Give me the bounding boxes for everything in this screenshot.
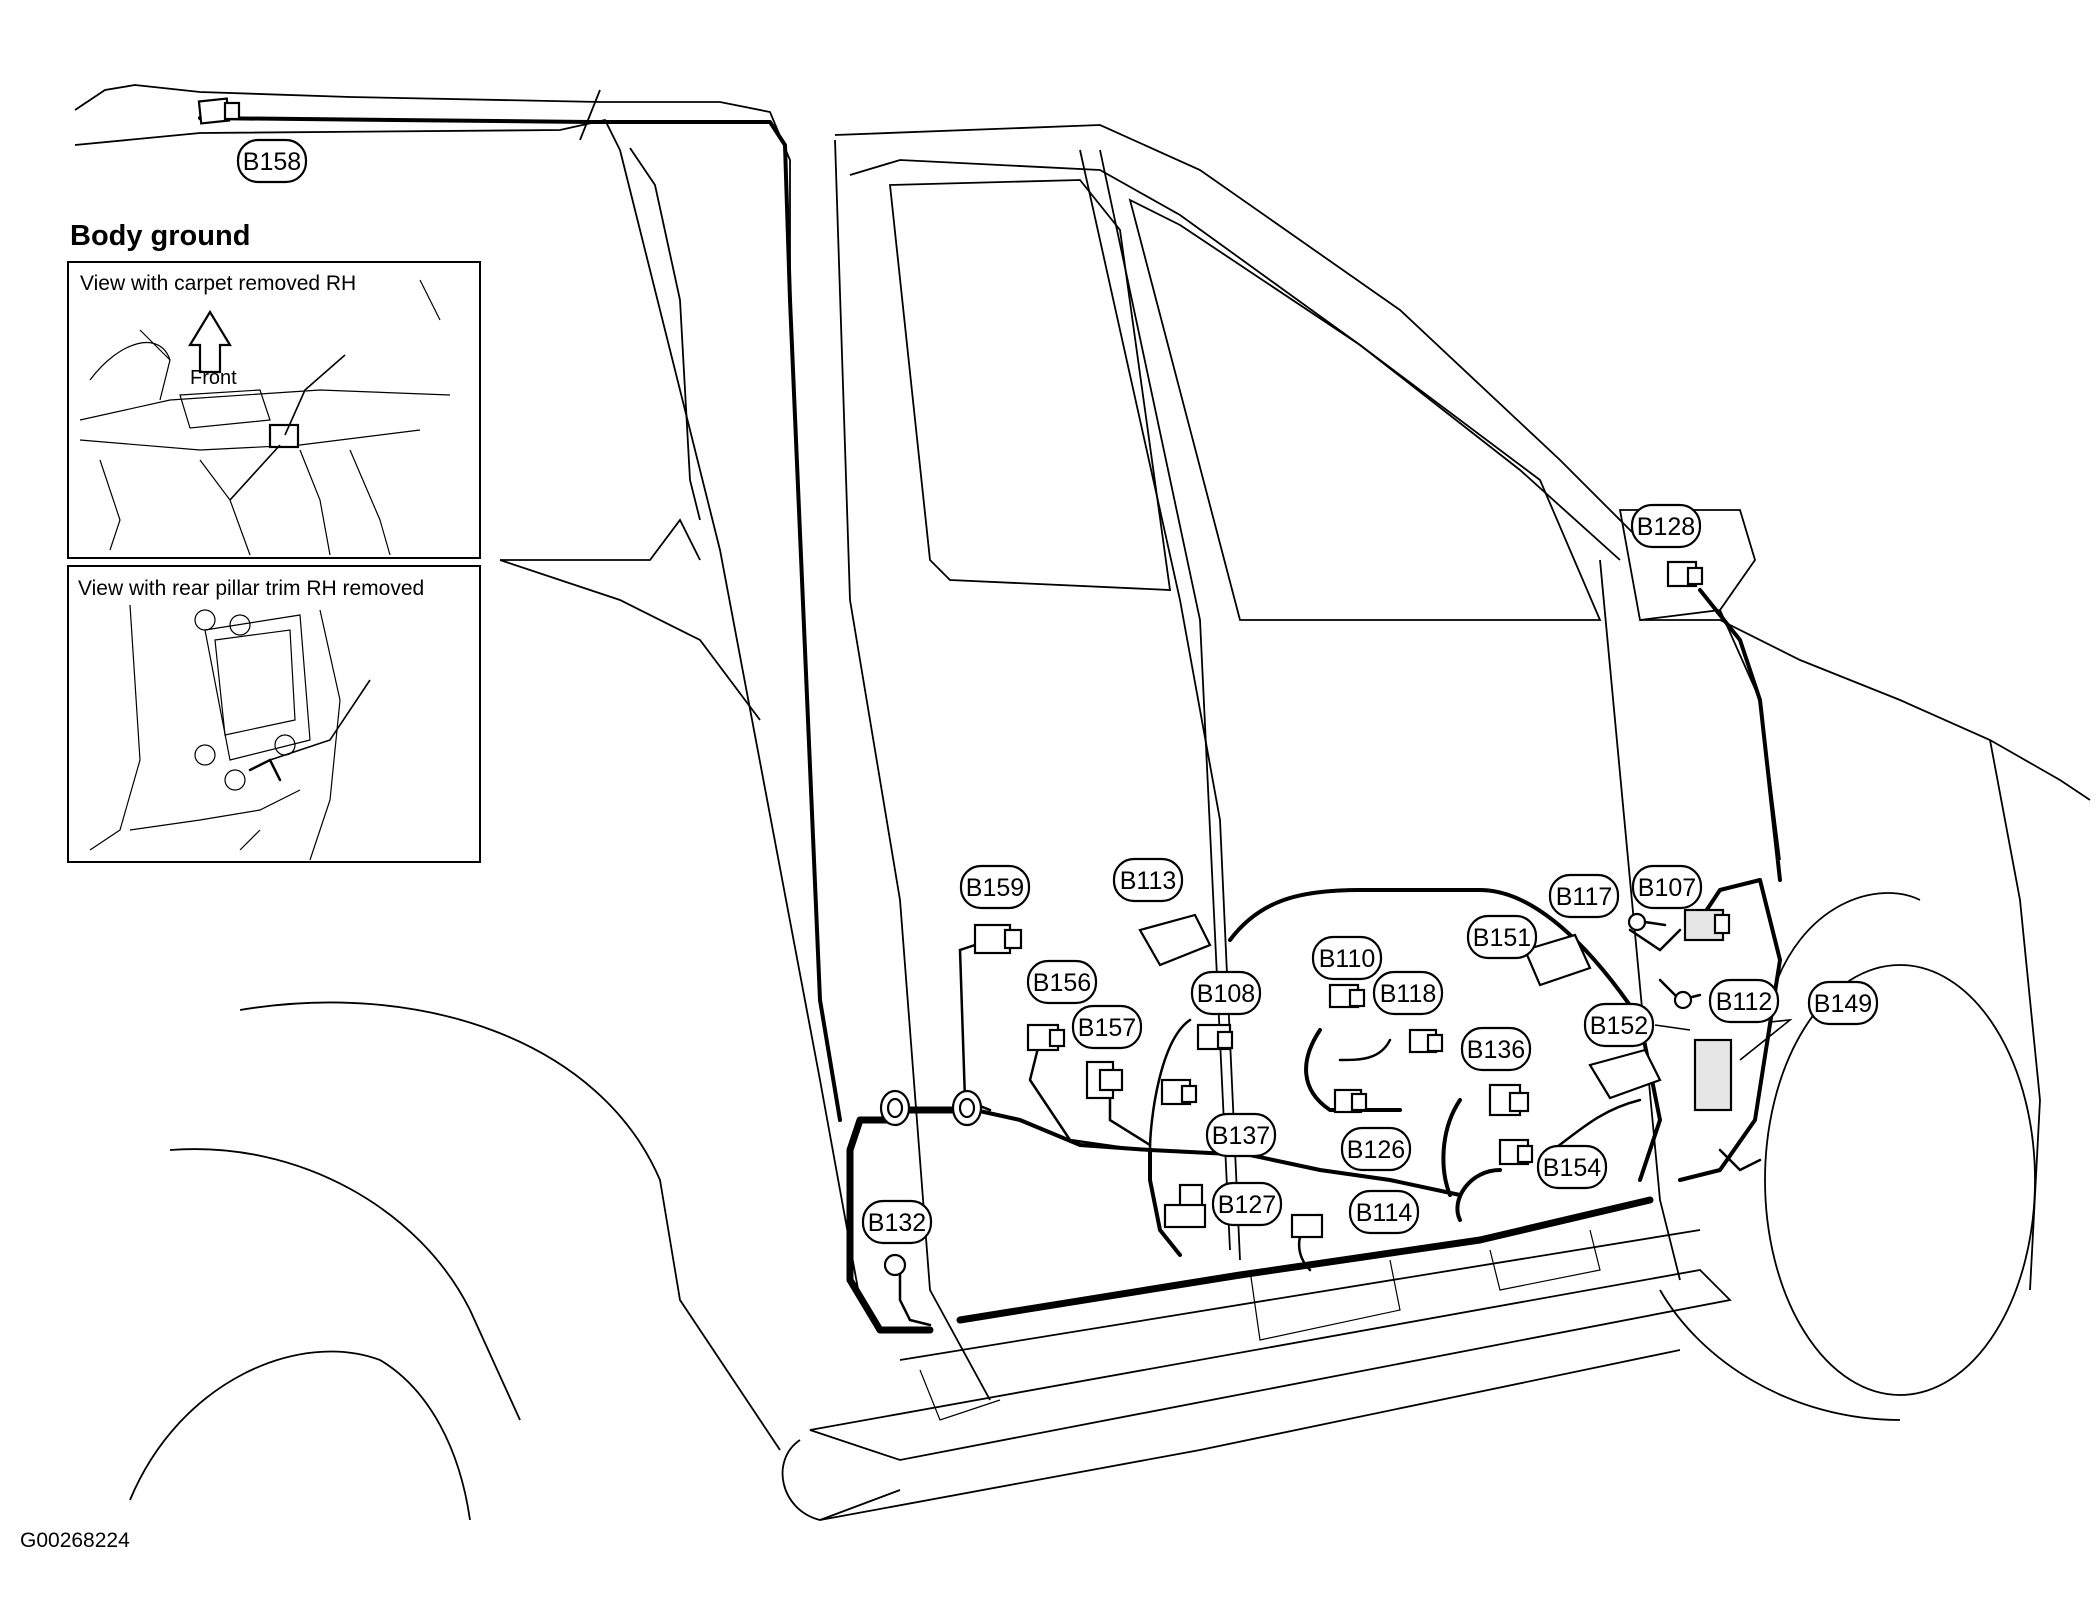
connector-label-b136-bubble bbox=[1460, 1026, 1532, 1072]
connector-label-b151-bubble bbox=[1466, 914, 1538, 960]
connector-label-b137-bubble bbox=[1205, 1112, 1277, 1158]
connector-label-b152-text: B152 bbox=[1590, 1012, 1648, 1040]
connector-label-b117-text: B117 bbox=[1556, 883, 1613, 911]
connector-label-b156-text: B156 bbox=[1033, 969, 1091, 997]
vehicle-body-outline bbox=[74, 84, 2091, 1521]
connector-label-b118-bubble bbox=[1372, 970, 1444, 1016]
page-title: Body ground bbox=[70, 220, 250, 252]
connector-label-b152: B152 bbox=[1583, 1002, 1655, 1048]
connector-label-b128-text: B128 bbox=[1637, 513, 1695, 541]
connector-label-b158-bubble bbox=[236, 138, 308, 184]
label-leaders bbox=[1654, 1018, 1793, 1061]
connector-label-b126-bubble bbox=[1340, 1126, 1412, 1172]
inset-2-caption: View with rear pillar trim RH removed bbox=[78, 577, 424, 600]
connector-label-b126-text: B126 bbox=[1347, 1136, 1405, 1164]
connector-label-b114-text: B114 bbox=[1356, 1199, 1413, 1227]
connector-label-b112-bubble bbox=[1708, 978, 1780, 1024]
connector-label-b127-bubble bbox=[1211, 1181, 1283, 1227]
connector-label-b118-text: B118 bbox=[1380, 980, 1437, 1008]
inset-rear-pillar: View with rear pillar trim RH removed bbox=[67, 565, 481, 863]
connector-label-b132-text: B132 bbox=[868, 1209, 926, 1237]
connector-label-b118: B118 bbox=[1372, 970, 1444, 1016]
connector-label-b132-bubble bbox=[861, 1199, 933, 1245]
connector-label-b152-bubble bbox=[1583, 1002, 1655, 1048]
connector-label-b108-text: B108 bbox=[1197, 980, 1255, 1008]
connector-label-b108: B108 bbox=[1190, 970, 1262, 1016]
connector-label-b132: B132 bbox=[861, 1199, 933, 1245]
connector-label-b114: B114 bbox=[1348, 1189, 1420, 1235]
connector-label-b149-bubble bbox=[1807, 980, 1879, 1026]
connector-label-b159: B159 bbox=[959, 864, 1031, 910]
connector-label-b114-bubble bbox=[1348, 1189, 1420, 1235]
main-harness bbox=[198, 116, 1782, 1334]
connector-shapes bbox=[197, 97, 1733, 1277]
connector-label-b128: B128 bbox=[1630, 503, 1702, 549]
connector-label-b126: B126 bbox=[1340, 1126, 1412, 1172]
connector-label-b112: B112 bbox=[1708, 978, 1780, 1024]
connector-label-b113-text: B113 bbox=[1120, 867, 1177, 895]
connector-label-b159-bubble bbox=[959, 864, 1031, 910]
connector-label-b128-bubble bbox=[1630, 503, 1702, 549]
connector-label-b107-bubble bbox=[1631, 864, 1703, 910]
connector-label-b157: B157 bbox=[1071, 1004, 1143, 1050]
figure-id: G00268224 bbox=[20, 1529, 130, 1552]
connector-label-b154-text: B154 bbox=[1543, 1154, 1601, 1182]
connector-label-b156-bubble bbox=[1026, 959, 1098, 1005]
front-arrow-label: Front bbox=[190, 367, 237, 389]
connector-label-b151-text: B151 bbox=[1473, 924, 1531, 952]
connector-label-b136: B136 bbox=[1460, 1026, 1532, 1072]
connector-label-b151: B151 bbox=[1466, 914, 1538, 960]
connector-label-b157-bubble bbox=[1071, 1004, 1143, 1050]
connector-label-b117: B117 bbox=[1548, 873, 1620, 919]
connector-label-b156: B156 bbox=[1026, 959, 1098, 1005]
connector-label-b157-text: B157 bbox=[1078, 1014, 1136, 1042]
connector-label-b117-bubble bbox=[1548, 873, 1620, 919]
grommets bbox=[879, 1089, 983, 1127]
connector-label-b158-text: B158 bbox=[243, 148, 301, 176]
connector-label-b110-bubble bbox=[1311, 935, 1383, 981]
connector-label-b112-text: B112 bbox=[1716, 988, 1773, 1016]
inset-carpet-removed: View with carpet removed RH Front bbox=[67, 261, 481, 559]
connector-label-b149: B149 bbox=[1807, 980, 1879, 1026]
connector-label-b136-text: B136 bbox=[1467, 1036, 1525, 1064]
connector-label-b154: B154 bbox=[1536, 1144, 1608, 1190]
connector-label-b149-text: B149 bbox=[1814, 990, 1872, 1018]
connector-label-b158: B158 bbox=[236, 138, 308, 184]
connector-label-b113: B113 bbox=[1112, 857, 1184, 903]
connector-label-b127: B127 bbox=[1211, 1181, 1283, 1227]
connector-label-b137: B137 bbox=[1205, 1112, 1277, 1158]
connector-label-b110: B110 bbox=[1311, 935, 1383, 981]
connector-label-b154-bubble bbox=[1536, 1144, 1608, 1190]
connector-label-b107-text: B107 bbox=[1638, 874, 1696, 902]
connector-label-b113-bubble bbox=[1112, 857, 1184, 903]
connector-label-b108-bubble bbox=[1190, 970, 1262, 1016]
connector-label-b159-text: B159 bbox=[966, 874, 1024, 902]
connector-label-b127-text: B127 bbox=[1218, 1191, 1276, 1219]
inset-1-caption: View with carpet removed RH bbox=[80, 272, 356, 295]
connector-label-b110-text: B110 bbox=[1319, 945, 1376, 973]
connector-label-b137-text: B137 bbox=[1212, 1122, 1270, 1150]
connector-label-b107: B107 bbox=[1631, 864, 1703, 910]
